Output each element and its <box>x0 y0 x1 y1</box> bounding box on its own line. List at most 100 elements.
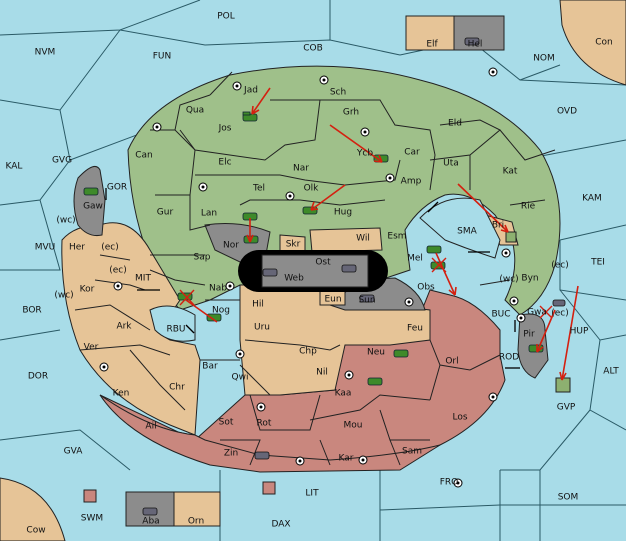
sea-label-fun: FUN <box>153 52 172 62</box>
province-label: Chr <box>169 383 185 393</box>
province-label: Byn <box>521 274 538 284</box>
province-label: Ken <box>113 389 130 399</box>
land-grey-ost-web <box>261 254 369 288</box>
coast-label: (ec) <box>101 243 119 253</box>
province-label: Qua <box>186 106 204 116</box>
province-label: Sun <box>358 296 375 306</box>
province-label: Hil <box>252 300 264 310</box>
sea-label-som: SOM <box>558 493 579 503</box>
province-label: Pir <box>523 330 535 340</box>
province-label: Nab <box>209 284 227 294</box>
sea-label-cob: COB <box>303 44 323 54</box>
province-label: Orl <box>445 357 458 367</box>
province-label: Gwa <box>527 308 547 318</box>
units <box>83 37 566 516</box>
province-label: Nor <box>223 241 239 251</box>
province-label: Ail <box>145 422 156 432</box>
province-borders <box>74 71 556 466</box>
province-label: Mou <box>344 421 363 431</box>
province-label: Rot <box>257 419 272 429</box>
sea-label-bor: BOR <box>22 306 41 316</box>
province-label: Obs <box>417 283 435 293</box>
order-arrows <box>179 87 579 381</box>
sea-label-tei: TEI <box>590 258 605 268</box>
province-label: Hug <box>334 208 352 218</box>
sea-label-mvu: MVU <box>35 243 56 253</box>
province-label: Eld <box>448 119 462 129</box>
province-label: Ver <box>84 343 99 353</box>
province-label: Ost <box>315 258 331 268</box>
province-label: Lan <box>201 209 217 219</box>
sea-label-lit: LIT <box>305 489 319 499</box>
home-box-label: Elf <box>426 40 438 50</box>
province-label: Kor <box>80 285 95 295</box>
province-label: Gur <box>157 208 174 218</box>
coast-label: (ec) <box>551 261 569 271</box>
sea-label-ovd: OVD <box>557 107 577 117</box>
province-label: Sch <box>330 88 346 98</box>
sea-label-gor: GOR <box>107 183 127 193</box>
province-label: Zin <box>224 449 238 459</box>
province-label: Bar <box>202 362 218 372</box>
coast-label: (wc) <box>56 216 75 226</box>
sea-label-kal: KAL <box>6 162 23 172</box>
sea-label-buc: BUC <box>491 310 510 320</box>
sea-label-cow: Cow <box>26 526 45 536</box>
province-label: Skr <box>286 240 301 250</box>
province-label: Nog <box>212 306 230 316</box>
province-label: Wil <box>356 234 370 244</box>
province-label: Rie <box>521 202 536 212</box>
sea-label-swm: SWM <box>81 514 103 524</box>
coast-label: (wc) <box>54 291 73 301</box>
province-label: Ark <box>116 322 132 332</box>
province-label: Sap <box>194 253 211 263</box>
land-grey-gaw <box>73 165 106 236</box>
sea-label-gva: GVA <box>64 447 84 457</box>
sea-label-mit: MIT <box>135 274 151 284</box>
sea-label-fro: FRO <box>440 478 459 488</box>
province-label: Mel <box>407 254 423 264</box>
home-box-label: Hel <box>468 40 483 50</box>
land-tan-wil <box>309 227 383 253</box>
province-label: Jad <box>243 86 258 96</box>
sea-label-nom: NOM <box>533 54 555 64</box>
sea-label-gvg: GVG <box>52 156 72 166</box>
sea-labels: POL FUN COB NVM NOM Con OVD KAL GVG GOR … <box>6 12 620 536</box>
province-label: Uta <box>443 159 459 169</box>
inner-sea-sma <box>419 197 501 259</box>
province-label: Web <box>284 274 304 284</box>
province-label: Elc <box>218 158 231 168</box>
province-label: Uru <box>254 323 270 333</box>
province-label: Nar <box>293 164 309 174</box>
coast-label: (ec) <box>551 309 569 319</box>
sea-label-con: Con <box>595 38 613 48</box>
sea-label-rbu: RBU <box>166 325 185 335</box>
sea-label-hup: HUP <box>570 327 589 337</box>
sea-label-alt: ALT <box>603 367 619 377</box>
province-label: Kat <box>503 167 518 177</box>
sea-label-kam: KAM <box>582 194 602 204</box>
home-boxes <box>83 15 571 527</box>
coast-label: (wc) <box>499 275 518 285</box>
province-label: Tel <box>252 184 265 194</box>
province-label: Bri <box>492 221 504 231</box>
province-label: Eun <box>324 295 341 305</box>
passage-arrows <box>105 188 520 369</box>
province-label: Neu <box>367 348 385 358</box>
province-label: Sam <box>402 447 422 457</box>
province-label: Car <box>404 148 420 158</box>
tank-unit <box>83 111 544 386</box>
province-label: Chp <box>299 347 317 357</box>
province-label: Ycb <box>356 149 373 159</box>
province-label: Feu <box>407 324 423 334</box>
grey-tank-unit <box>142 37 566 516</box>
sea-label-gvp: GVP <box>557 403 576 413</box>
province-label: Jos <box>218 124 232 134</box>
sea-label-dax: DAX <box>271 520 290 530</box>
home-box-label: Aba <box>142 517 159 527</box>
coast-label: (ec) <box>109 266 127 276</box>
sea-label-sma: SMA <box>457 227 477 237</box>
province-label: Los <box>452 413 467 423</box>
